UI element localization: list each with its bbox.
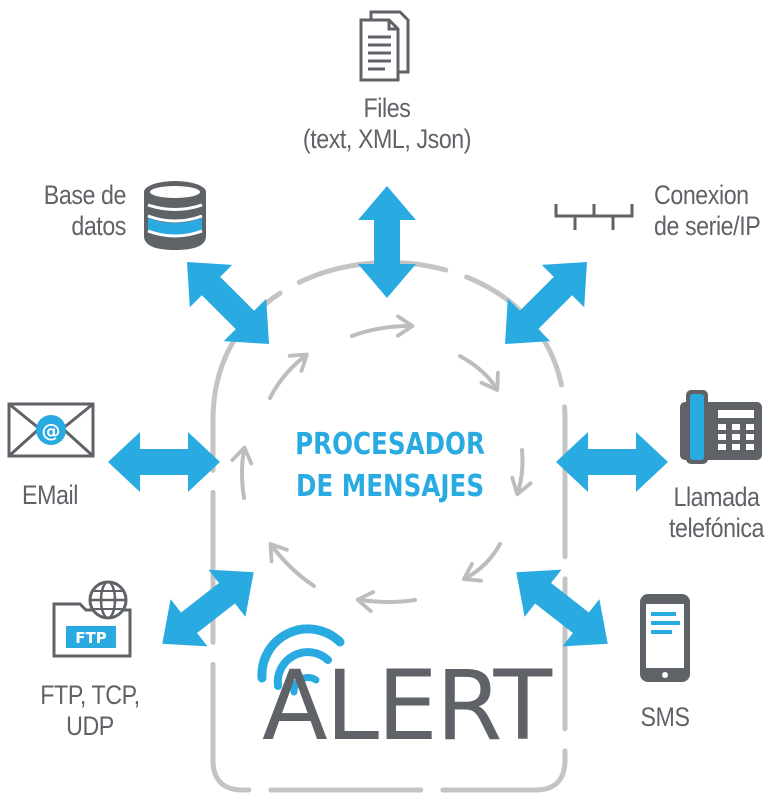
envelope-at-icon: @ [7, 402, 95, 458]
arrow-email [108, 432, 220, 492]
processor-title: PROCESADOR DE MENSAJES [295, 427, 485, 504]
email-label: EMail [22, 480, 78, 510]
document-icon [359, 10, 410, 82]
connection-arrows [108, 186, 668, 647]
mobile-phone-icon [640, 594, 690, 682]
processor-outline [210, 260, 568, 793]
alert-logo-icon [257, 624, 345, 696]
arrow-database [186, 261, 270, 345]
arrow-phone [556, 432, 668, 492]
desk-phone-icon [680, 390, 762, 464]
alert-brand-wordmark: ALERT [262, 650, 552, 762]
arrow-files [358, 186, 416, 298]
svg-text:@: @ [42, 420, 61, 442]
processing-cycle-arrows [230, 314, 533, 614]
files-label: Files (text, XML, Json) [302, 93, 472, 154]
database-label: Base de datos [43, 180, 127, 241]
arrow-serial [504, 261, 588, 345]
ftp-badge: FTP [75, 629, 106, 647]
sms-label: SMS [640, 702, 690, 732]
serial-label: Conexion de serie/IP [654, 180, 761, 241]
phone-label: Llamada telefónica [668, 482, 765, 543]
arrow-sms [516, 569, 608, 647]
ftp-globe-icon: FTP [52, 580, 132, 658]
serial-port-icon [554, 204, 634, 230]
ftp-label: FTP, TCP, UDP [40, 680, 140, 741]
database-icon [144, 181, 206, 250]
arrow-ftp [162, 569, 254, 647]
